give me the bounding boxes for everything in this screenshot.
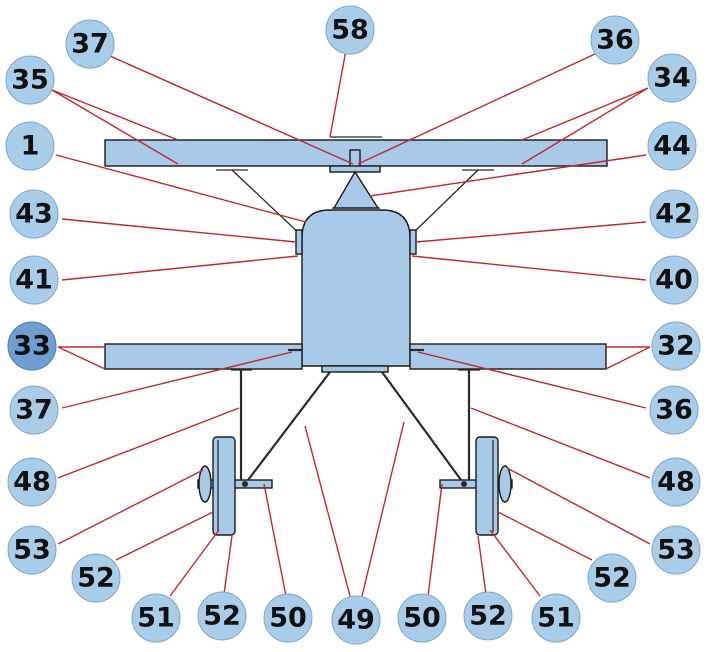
gear-diagonal-right — [381, 371, 465, 485]
callout-label: 52 — [77, 563, 115, 594]
callout-label: 51 — [537, 603, 575, 634]
callout-label: 40 — [655, 265, 693, 296]
callout-43: 43 — [9, 189, 59, 239]
callout-label: 32 — [657, 331, 695, 362]
gear-diagonal-left — [244, 371, 331, 485]
callout-label: 52 — [203, 601, 241, 632]
callout-label: 58 — [331, 15, 369, 46]
callout-50-left: 50 — [263, 593, 313, 643]
axle-pin-right — [461, 481, 467, 487]
callout-51-left: 51 — [131, 593, 181, 643]
callout-53-left: 53 — [7, 525, 57, 575]
fitting-left-upper — [295, 229, 303, 255]
callout-label: 43 — [15, 199, 53, 230]
callout-32: 32 — [651, 321, 701, 371]
callout-label: 37 — [71, 29, 109, 60]
callout-36-bottom: 36 — [649, 385, 699, 435]
fuselage — [301, 209, 411, 367]
callout-label: 53 — [13, 535, 51, 566]
callout-52-left-outer: 52 — [71, 553, 121, 603]
callout-label: 1 — [21, 131, 40, 162]
callout-35: 35 — [5, 55, 55, 105]
callout-34: 34 — [647, 53, 697, 103]
callout-58: 58 — [325, 5, 375, 55]
callout-48-right: 48 — [651, 457, 701, 507]
callout-33: 33 — [7, 321, 57, 371]
pylon-triangle — [332, 170, 380, 209]
callout-label: 35 — [11, 65, 49, 96]
callout-41: 41 — [9, 255, 59, 305]
callout-44: 44 — [647, 121, 697, 171]
callout-label: 41 — [15, 265, 53, 296]
hub-right — [498, 465, 512, 503]
callout-51-right: 51 — [531, 593, 581, 643]
callout-label: 48 — [13, 467, 51, 498]
callout-52-right-outer: 52 — [587, 553, 637, 603]
callout-37-bottom: 37 — [9, 385, 59, 435]
callout-42: 42 — [649, 189, 699, 239]
callout-40: 40 — [649, 255, 699, 305]
callout-label: 50 — [269, 603, 307, 634]
callout-1: 1 — [5, 121, 55, 171]
lower-wing-left — [104, 343, 303, 370]
callout-37-top: 37 — [65, 19, 115, 69]
cabane-strut-left — [231, 169, 303, 237]
wheel-right — [475, 436, 499, 536]
callout-label: 36 — [596, 25, 634, 56]
callout-label: 36 — [655, 395, 693, 426]
callout-label: 37 — [15, 395, 53, 426]
cabane-strut-right — [409, 169, 479, 237]
callout-label: 52 — [469, 601, 507, 632]
callouts: 58 37 36 35 34 1 44 43 42 41 40 33 32 37… — [5, 5, 701, 645]
callout-36-top: 36 — [590, 15, 640, 65]
aircraft-drawing — [104, 136, 608, 536]
callout-label: 34 — [653, 63, 691, 94]
callout-label: 51 — [137, 603, 175, 634]
callout-label: 50 — [403, 603, 441, 634]
callout-53-right: 53 — [651, 525, 701, 575]
callout-label: 53 — [657, 535, 695, 566]
wheel-left — [212, 436, 236, 536]
callout-52-left-inner: 52 — [197, 591, 247, 641]
leader-lines — [51, 49, 651, 597]
callout-52-right-inner: 52 — [463, 591, 513, 641]
callout-label: 44 — [653, 131, 691, 162]
lower-wing-right — [409, 343, 607, 370]
hub-left — [198, 465, 212, 503]
callout-label: 49 — [337, 605, 375, 636]
callout-48-left: 48 — [7, 457, 57, 507]
callout-label: 52 — [593, 563, 631, 594]
callout-49: 49 — [331, 595, 381, 645]
fuselage-base-plate — [321, 365, 389, 373]
callout-label: 48 — [657, 467, 695, 498]
callout-label: 42 — [655, 199, 693, 230]
fitting-right-upper — [409, 229, 417, 255]
callout-50-right: 50 — [397, 593, 447, 643]
callout-label: 33 — [13, 331, 51, 362]
axle-pin-left — [242, 481, 248, 487]
